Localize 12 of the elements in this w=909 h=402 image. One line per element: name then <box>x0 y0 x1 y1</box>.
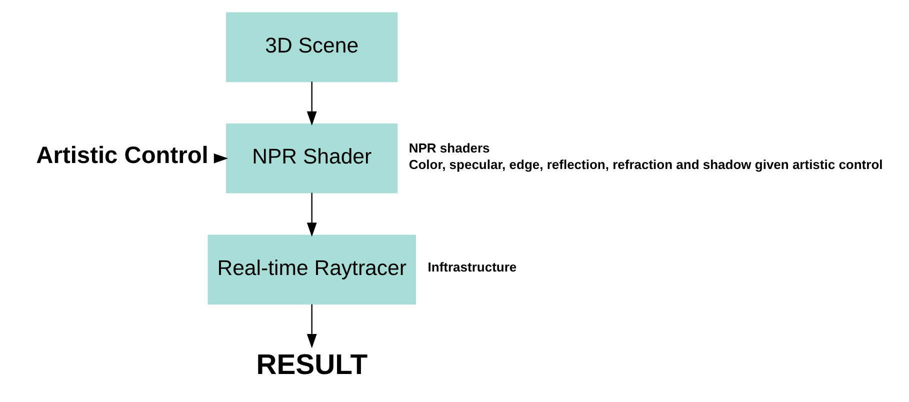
node-label: NPR shaders <box>408 140 490 156</box>
arrow <box>306 304 316 348</box>
node-box: 3D Scene <box>226 12 398 82</box>
node-box: Real-time Raytracer <box>207 234 416 305</box>
node-text: RESULT <box>256 348 368 381</box>
node-box: NPR Shader <box>226 124 398 194</box>
node-text: Artistic Control <box>36 143 208 170</box>
arrow <box>213 153 228 164</box>
node-label: Inftrastructure <box>427 260 516 275</box>
node-label: Color, specular, edge, reflection, refraction and shadow given artistic control <box>408 156 882 172</box>
arrow <box>306 192 316 237</box>
arrow <box>306 82 316 126</box>
